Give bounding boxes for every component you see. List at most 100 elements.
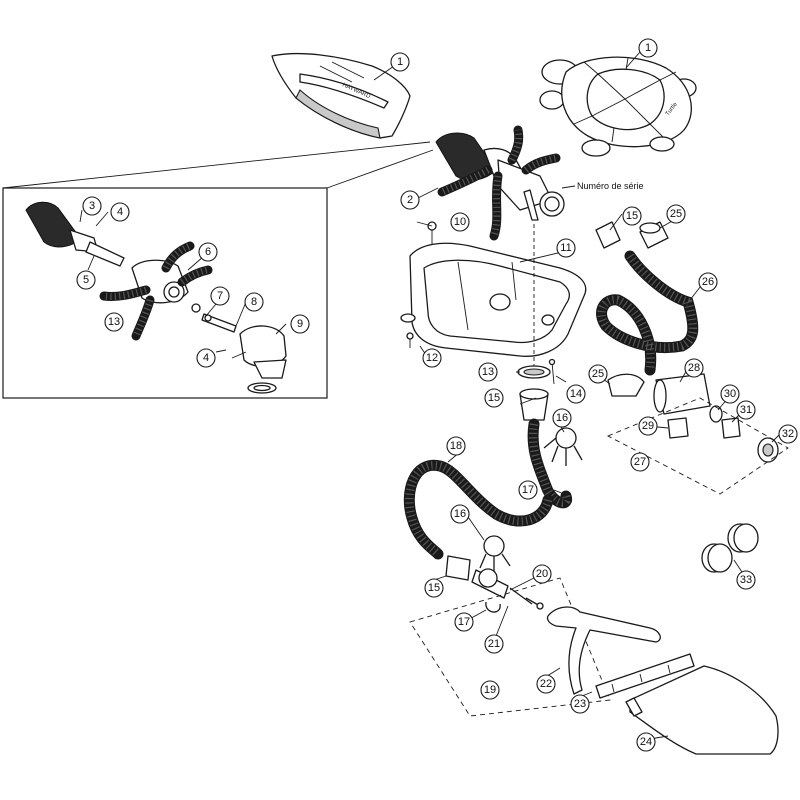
svg-text:25: 25 xyxy=(670,208,682,220)
part-coupler-15b xyxy=(445,555,471,581)
inset-leader-top xyxy=(2,141,431,189)
svg-text:22: 22 xyxy=(540,678,552,690)
svg-text:16: 16 xyxy=(454,508,466,520)
part-nut-29 xyxy=(667,417,689,439)
part-axle-23 xyxy=(595,653,695,699)
svg-text:9: 9 xyxy=(297,318,303,330)
inset-part-valve xyxy=(191,303,287,394)
callout-10: 10 xyxy=(450,212,470,232)
callout-6: 6 xyxy=(198,242,218,262)
callout-30: 30 xyxy=(720,384,740,404)
callout-13-inset: 13 xyxy=(104,312,124,332)
svg-text:20: 20 xyxy=(536,568,548,580)
callout-20: 20 xyxy=(532,564,552,584)
part-tray xyxy=(409,242,587,357)
callout-16-lower: 16 xyxy=(450,504,470,524)
svg-text:18: 18 xyxy=(450,440,462,452)
callout-5: 5 xyxy=(76,270,96,290)
callout-4-inset-bottom: 4 xyxy=(196,348,216,368)
svg-text:26: 26 xyxy=(702,276,714,288)
svg-text:6: 6 xyxy=(205,246,211,258)
part-coupler-32 xyxy=(757,437,779,463)
hose-long xyxy=(403,459,554,560)
part-ring-30 xyxy=(709,405,723,423)
part-body-28 xyxy=(653,373,711,415)
svg-text:8: 8 xyxy=(251,296,257,308)
callouts: 1 1 2 3 4 5 6 7 8 9 4 10 11 12 13 13 14 … xyxy=(76,38,798,752)
callout-27: 27 xyxy=(630,452,650,472)
callout-23: 23 xyxy=(570,694,590,714)
part-flapper-16b xyxy=(479,535,511,572)
callout-31: 31 xyxy=(736,400,756,420)
callout-32: 32 xyxy=(778,424,798,444)
callout-1-turtle-shell: 1 xyxy=(638,38,658,58)
part-handle-22 xyxy=(546,606,661,695)
callout-24: 24 xyxy=(636,732,656,752)
callout-29: 29 xyxy=(638,416,658,436)
part-coupler-15-top xyxy=(595,221,621,249)
svg-text:31: 31 xyxy=(740,404,752,416)
svg-text:15: 15 xyxy=(428,582,440,594)
svg-text:28: 28 xyxy=(688,362,700,374)
part-screw-14 xyxy=(548,358,556,385)
svg-text:1: 1 xyxy=(397,56,403,68)
callout-17-lower: 17 xyxy=(454,612,474,632)
callout-17-center: 17 xyxy=(518,480,538,500)
part-valve-20 xyxy=(471,568,544,610)
part-wheels-33 xyxy=(701,523,759,573)
part-main-body xyxy=(435,125,565,241)
callout-14: 14 xyxy=(566,384,586,404)
svg-text:32: 32 xyxy=(782,428,794,440)
callout-leaders xyxy=(79,51,781,741)
svg-text:13: 13 xyxy=(108,316,120,328)
part-coupler-15 xyxy=(519,388,549,421)
part-front-shell: HAYWARD xyxy=(271,52,411,139)
serial-number-label: Numéro de série xyxy=(577,181,644,191)
svg-text:14: 14 xyxy=(570,388,582,400)
part-cuff-25-top xyxy=(639,221,669,249)
hose-right xyxy=(596,250,699,376)
part-cap-31 xyxy=(721,417,741,439)
callout-16-center: 16 xyxy=(552,408,572,428)
callout-2: 2 xyxy=(400,190,420,210)
svg-text:27: 27 xyxy=(634,456,646,468)
inset-part-cylinder xyxy=(25,201,125,267)
callout-28: 28 xyxy=(684,358,704,378)
callout-3: 3 xyxy=(82,196,102,216)
svg-text:13: 13 xyxy=(482,366,494,378)
svg-text:4: 4 xyxy=(117,206,123,218)
svg-text:15: 15 xyxy=(488,392,500,404)
svg-text:7: 7 xyxy=(217,290,223,302)
svg-text:24: 24 xyxy=(640,736,652,748)
svg-text:19: 19 xyxy=(484,684,496,696)
callout-19: 19 xyxy=(480,680,500,700)
svg-text:2: 2 xyxy=(407,194,413,206)
callout-1-front-shell: 1 xyxy=(390,52,410,72)
svg-text:16: 16 xyxy=(556,412,568,424)
part-turtle-shell: Turtle xyxy=(539,56,697,157)
callout-9: 9 xyxy=(290,314,310,334)
svg-text:3: 3 xyxy=(89,200,95,212)
callout-33: 33 xyxy=(736,570,756,590)
part-screws-12 xyxy=(400,313,416,348)
part-flapper-16 xyxy=(543,427,583,466)
callout-13-center: 13 xyxy=(478,362,498,382)
svg-text:17: 17 xyxy=(458,616,470,628)
inset-leader-bottom xyxy=(326,149,434,189)
svg-text:15: 15 xyxy=(626,210,638,222)
part-ring-13 xyxy=(517,365,551,379)
callout-12: 12 xyxy=(422,348,442,368)
svg-text:5: 5 xyxy=(83,274,89,286)
hose-center xyxy=(527,418,572,509)
callout-8: 8 xyxy=(244,292,264,312)
svg-text:12: 12 xyxy=(426,352,438,364)
callout-25-bottom: 25 xyxy=(588,364,608,384)
callout-15-lower: 15 xyxy=(424,578,444,598)
svg-text:25: 25 xyxy=(592,368,604,380)
inset-part-hub xyxy=(99,241,213,341)
callout-25-top: 25 xyxy=(666,204,686,224)
inset-frame xyxy=(2,187,328,399)
callout-15-top: 15 xyxy=(622,206,642,226)
callout-15-center: 15 xyxy=(484,388,504,408)
